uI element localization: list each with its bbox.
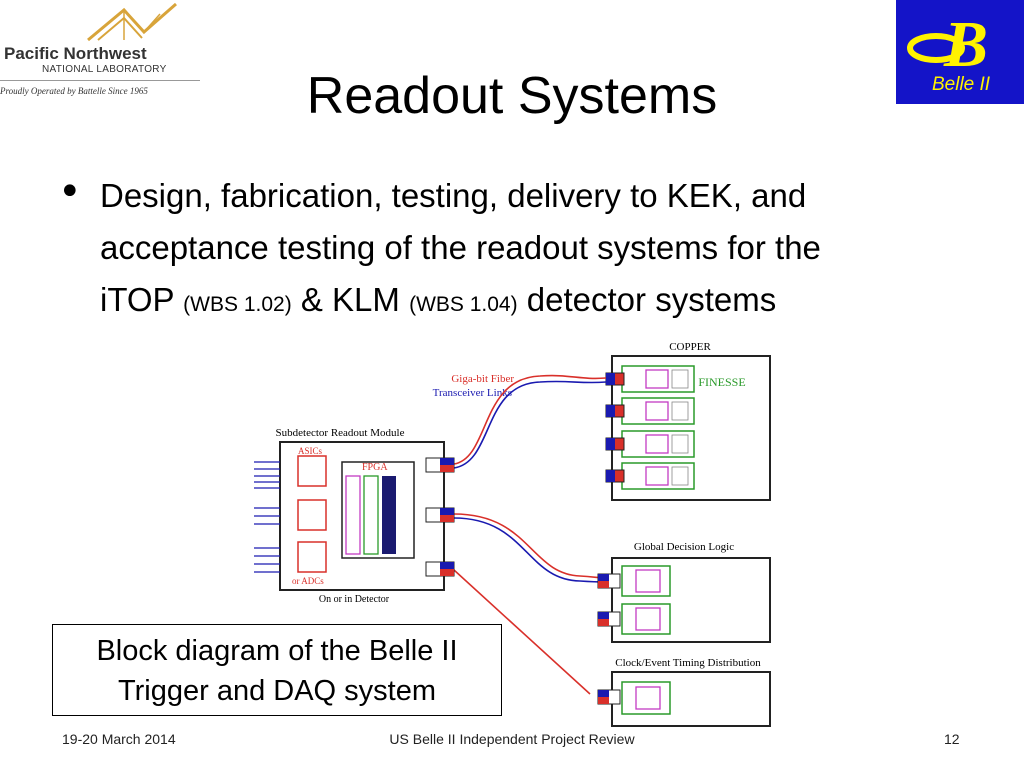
module-title: Subdetector Readout Module: [276, 427, 405, 439]
belle-b-letter: B: [943, 8, 988, 74]
fpga-box: [341, 461, 415, 559]
belle-ii-logo: B Belle II: [896, 0, 1024, 104]
footer-page-number: 12: [944, 731, 960, 747]
bullet-line-2: acceptance testing of the readout system…: [100, 229, 821, 266]
copper-label: COPPER: [669, 341, 711, 353]
bullet-text: Design, fabrication, testing, delivery t…: [100, 170, 980, 331]
caption-line-2: Trigger and DAQ system: [117, 675, 437, 707]
bullet-tail: detector systems: [526, 281, 777, 318]
copper-box: [611, 355, 771, 501]
daq-block-diagram: COPPER FINESSE Giga-bit Fiber Transceive…: [254, 341, 771, 727]
finesse-cards: [621, 365, 695, 490]
bullet-line-1: Design, fabrication, testing, delivery t…: [100, 177, 807, 214]
caption-line-1: Block diagram of the Belle II: [96, 635, 458, 667]
belle-b-icon: B: [907, 8, 988, 74]
footer-title: US Belle II Independent Project Review: [389, 731, 635, 747]
pnnl-name: Pacific Northwest: [4, 44, 147, 63]
fiber-label-1: Giga-bit Fiber: [451, 373, 514, 385]
adcs-label: or ADCs: [292, 576, 324, 586]
klm-label: & KLM: [300, 281, 400, 318]
clock-label: Clock/Event Timing Distribution: [615, 657, 761, 669]
fiber-label-2: Transceiver Links: [433, 387, 512, 399]
pnnl-subname: NATIONAL LABORATORY: [42, 64, 167, 75]
pnnl-logo-mark-icon: [87, 2, 177, 42]
finesse-label: FINESSE: [698, 375, 745, 389]
itop-wbs: (WBS 1.02): [183, 293, 292, 316]
pnnl-divider: [0, 80, 200, 81]
asics-label: ASICs: [298, 446, 323, 456]
gdl-label: Global Decision Logic: [634, 541, 734, 553]
on-detector-label: On or in Detector: [319, 594, 390, 605]
itop-label: iTOP: [100, 281, 174, 318]
diagram-caption: Block diagram of the Belle II Trigger an…: [52, 624, 502, 716]
pnnl-tagline: Proudly Operated by Battelle Since 1965: [0, 86, 148, 96]
fpga-label: FPGA: [362, 462, 388, 473]
slide-title: Readout Systems: [306, 67, 718, 125]
input-arrows: [254, 461, 280, 573]
belle-ii-text: Belle II: [932, 74, 991, 95]
fpga-blocks: [345, 475, 396, 555]
gdl-box: [611, 557, 771, 643]
bullet-line-3: iTOP (WBS 1.02) & KLM (WBS 1.04) detecto…: [100, 274, 980, 331]
bullet-marker: •: [58, 169, 82, 215]
module-connectors: [425, 457, 455, 577]
asic-boxes: [297, 455, 327, 573]
copper-connectors: [605, 372, 625, 483]
klm-wbs: (WBS 1.04): [409, 293, 518, 316]
gdl-cards: [597, 565, 671, 635]
pnnl-logo: Pacific Northwest NATIONAL LABORATORY Pr…: [0, 0, 200, 100]
footer-date: 19-20 March 2014: [62, 731, 176, 747]
clock-cards: [597, 681, 671, 715]
